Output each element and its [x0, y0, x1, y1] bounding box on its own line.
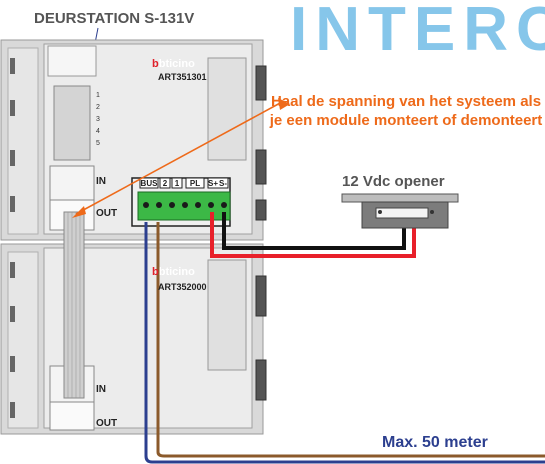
dip-number: 5 [96, 140, 100, 147]
opener-label: 12 Vdc opener [342, 173, 445, 190]
terminal-label: S- [219, 179, 227, 188]
terminal-label: 2 [162, 179, 168, 188]
terminal-label: PL [189, 179, 201, 188]
lower-module-out-label: OUT [96, 418, 118, 429]
terminal-label: 1 [174, 179, 180, 188]
dip-number: 4 [96, 128, 100, 135]
dip-switch-numbers: 1 2 3 4 5 [96, 90, 100, 150]
dip-switch-block [53, 85, 91, 161]
lower-module [0, 243, 267, 435]
upper-module-out-label: OUT [96, 208, 118, 219]
lower-module-logo: bbticino [152, 266, 195, 278]
upper-module-in-label: IN [96, 176, 106, 187]
warning-arrow-head [72, 206, 86, 218]
door-opener [341, 193, 459, 229]
brand-watermark: INTERC [290, 0, 545, 64]
terminal-label: S+ [208, 179, 219, 188]
terminal-label: BUS [140, 179, 158, 188]
wire-black [222, 212, 406, 250]
dip-number: 1 [96, 92, 100, 99]
diagram-title: DEURSTATION S-131V [34, 10, 195, 27]
wire-red [210, 212, 416, 258]
dip-number: 2 [96, 104, 100, 111]
bus-cable-blue [144, 222, 545, 464]
max-length-label: Max. 50 meter [382, 434, 488, 451]
ribbon-cable [63, 211, 85, 399]
warning-note: Haal de spanning van het systeem als je … [269, 93, 543, 129]
bus-cable-brown [156, 222, 545, 458]
lower-module-in-label: IN [96, 384, 106, 395]
dip-number: 3 [96, 116, 100, 123]
warning-arrow-line [75, 101, 283, 215]
lower-module-art: ART352000 [158, 282, 207, 292]
upper-module-art: ART351301 [158, 72, 207, 82]
upper-module-logo: bbticino [152, 58, 195, 70]
